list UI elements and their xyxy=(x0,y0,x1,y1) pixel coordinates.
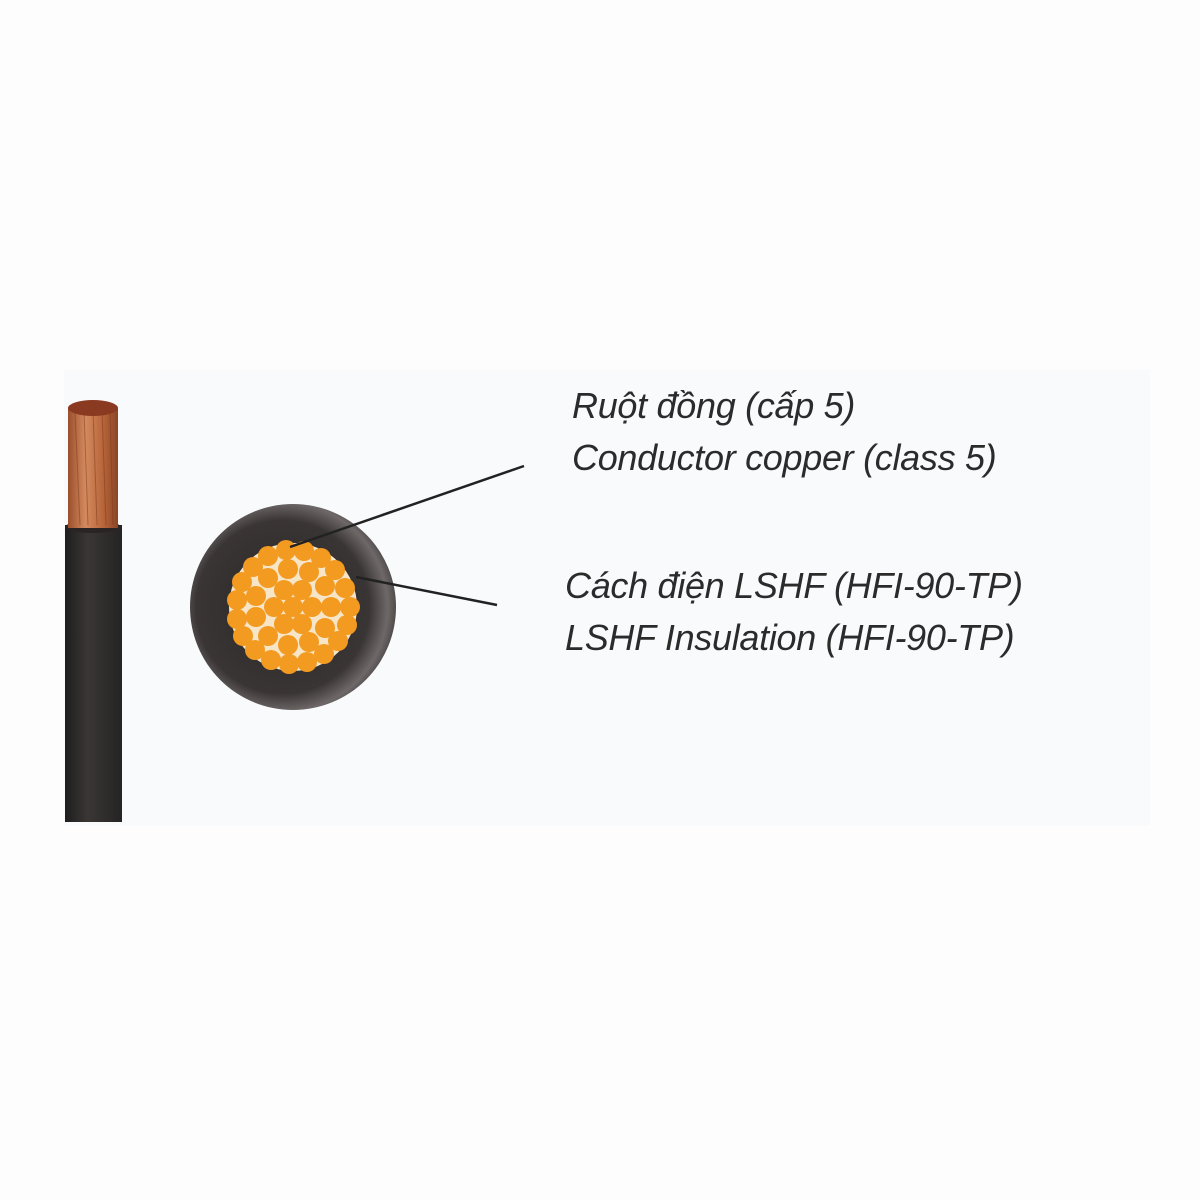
conductor-leader-line xyxy=(289,464,525,549)
conductor-callout: Ruột đồng (cấp 5) Conductor copper (clas… xyxy=(572,380,997,484)
copper-conductor xyxy=(68,408,118,528)
insulation-label-vi: Cách điện LSHF (HFI-90-TP) xyxy=(565,565,1023,606)
insulation-leader-line xyxy=(355,575,498,607)
insulation-label-en: LSHF Insulation (HFI-90-TP) xyxy=(565,617,1015,658)
copper-strands xyxy=(227,540,360,674)
conductor-label-en: Conductor copper (class 5) xyxy=(572,437,997,478)
insulation-callout: Cách điện LSHF (HFI-90-TP) LSHF Insulati… xyxy=(565,560,1023,664)
cable-cross-section xyxy=(190,504,396,710)
cable-side-view xyxy=(65,400,122,822)
cable-jacket xyxy=(65,525,122,822)
conductor-label-vi: Ruột đồng (cấp 5) xyxy=(572,385,856,426)
